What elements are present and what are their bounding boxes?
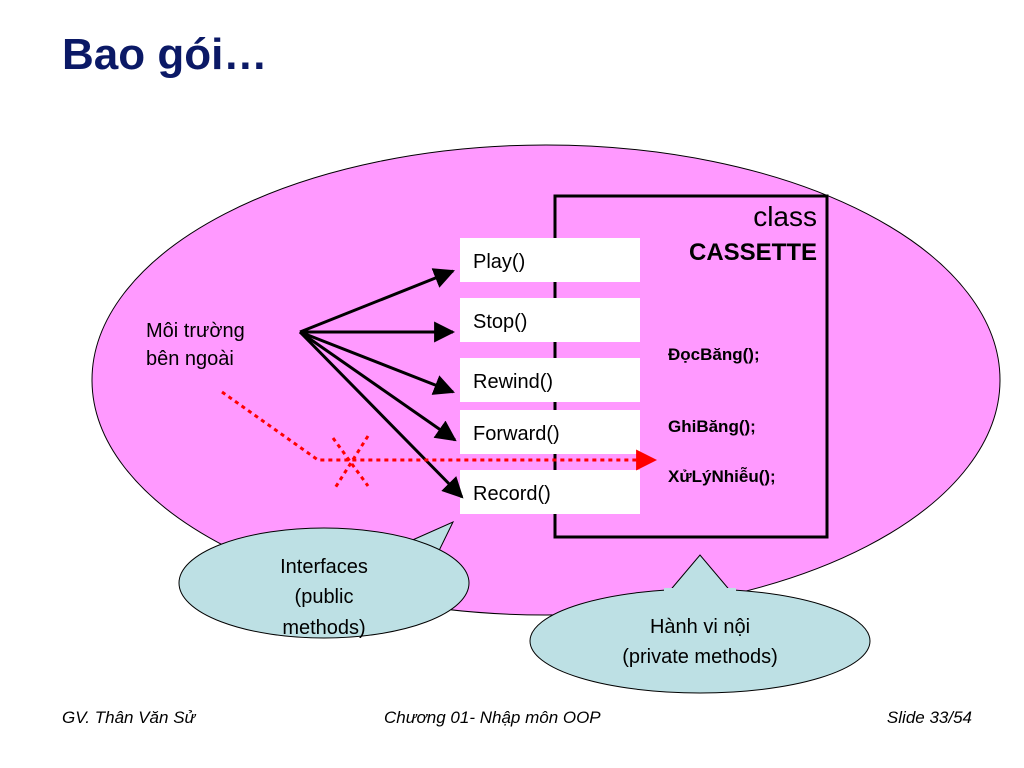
public-method-label: Record() [473,483,551,505]
footer-slide-number: Slide 33/54 [886,708,972,727]
callout-private-text: Hành vi nội [650,616,750,638]
environment-label-line2: bên ngoài [146,348,234,370]
footer-chapter: Chương 01- Nhập môn OOP [384,708,601,727]
private-method: ĐọcBăng(); [668,345,760,364]
footer-author: GV. Thân Văn Sử [62,708,196,727]
public-method-label: Forward() [473,423,560,445]
environment-label-line1: Môi trường [146,320,245,342]
public-method-box: Stop() [460,298,640,342]
slide-title: Bao gói… [62,30,268,79]
arrow-to-play [299,268,455,334]
callout-interfaces-text: (public [295,586,354,608]
arrow-to-rewind [299,330,455,395]
public-method-box: Rewind() [460,358,640,402]
callout-interfaces-text: methods) [282,617,365,639]
private-method: XửLýNhiễu(); [668,467,776,486]
class-keyword: class [753,201,817,232]
public-method-box: Play() [460,238,640,282]
callout-interfaces: Interfaces (public methods) [178,520,470,639]
public-method-label: Play() [473,251,525,273]
public-method-box: Record() [460,470,640,514]
arrow-to-record [298,330,464,499]
public-method-label: Rewind() [473,371,553,393]
callout-private: Hành vi nội (private methods) [529,554,871,694]
class-name: CASSETTE [689,239,817,266]
access-arrows [298,268,464,499]
arrow-to-forward [299,330,457,442]
callout-interfaces-text: Interfaces [280,556,368,578]
callout-private-text: (private methods) [622,646,778,668]
public-method-label: Stop() [473,311,527,333]
public-method-box: Forward() [460,410,640,454]
blocked-cross-icon [331,435,370,489]
private-method: GhiBăng(); [668,417,756,436]
